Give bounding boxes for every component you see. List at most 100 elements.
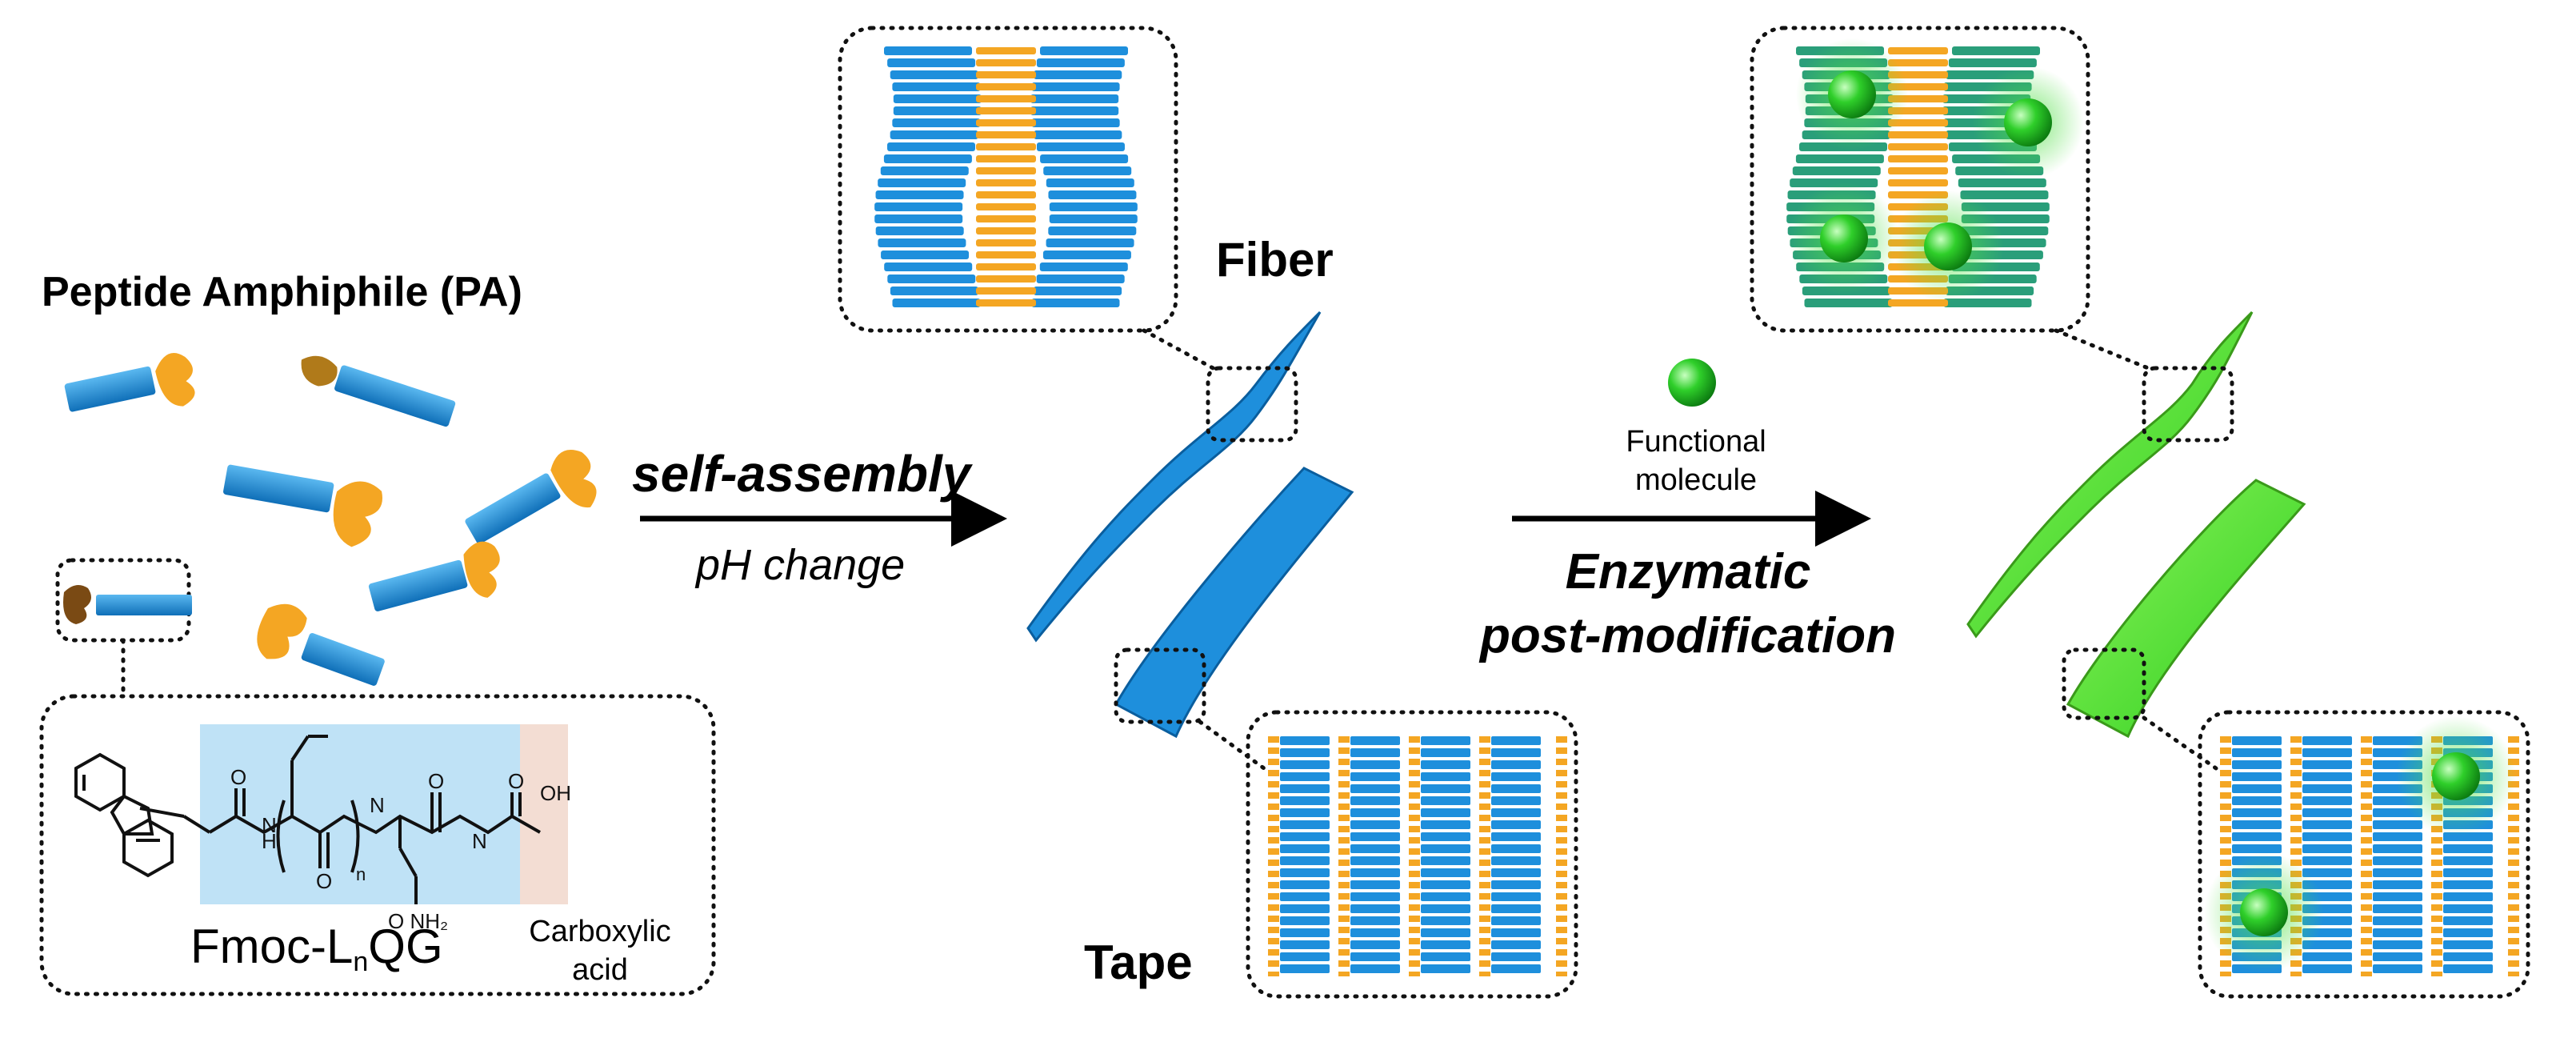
tape-block: [1350, 772, 1400, 781]
stack-block: [1943, 299, 2032, 307]
tape-block: [2302, 856, 2352, 865]
stack-core: [976, 83, 1036, 90]
tape-block: [2302, 808, 2352, 817]
tape-zoom-image: [1268, 736, 1567, 976]
tape-block: [1421, 772, 1470, 781]
tape-block: [1491, 880, 1541, 889]
tape-block: [2302, 820, 2352, 829]
stack-block: [1031, 82, 1120, 91]
tape-zoom-box: [1246, 710, 1578, 999]
tape-connector: [1198, 719, 1266, 771]
tape-block: [2302, 772, 2352, 781]
tape-block: [2373, 892, 2422, 901]
stack-core: [976, 167, 1036, 174]
tape-block: [1280, 892, 1330, 901]
tape-block: [1350, 844, 1400, 853]
stack-core: [1888, 179, 1948, 186]
tape-block: [1350, 880, 1400, 889]
tape-block: [2443, 904, 2493, 913]
stack-block: [1049, 202, 1138, 211]
tape-block: [1421, 940, 1470, 949]
pa-molecule: [368, 541, 500, 611]
stack-block: [1948, 58, 2037, 67]
pa-molecule-group: [64, 353, 597, 686]
tape-block: [2373, 820, 2422, 829]
stack-block: [878, 178, 966, 187]
stack-block: [1036, 142, 1125, 151]
stack-core: [976, 107, 1036, 114]
tape-block: [1491, 748, 1541, 757]
stack-block: [1046, 238, 1134, 247]
tape-block: [2443, 844, 2493, 853]
stack-block: [892, 299, 981, 307]
stack-block: [890, 130, 978, 139]
stack-core: [1888, 119, 1948, 126]
functional-line-2: molecule: [1634, 463, 1758, 497]
carboxylic-line-2: acid: [572, 953, 628, 987]
tape-block: [1280, 748, 1330, 757]
functional-sphere: [2240, 888, 2288, 936]
enzymatic-line-2: post-modification: [1479, 608, 1897, 663]
chem-label-n-1: N: [262, 813, 277, 837]
functional-sphere: [1924, 222, 1972, 271]
stack-block: [1039, 263, 1128, 271]
tape-block: [1421, 832, 1470, 841]
fiber-source-box: [1206, 366, 1298, 443]
fmoc-subscript: n: [353, 947, 369, 977]
chem-label-subscript-n: n: [356, 864, 366, 884]
tape-label: Tape: [1084, 936, 1193, 989]
tape-block: [1280, 868, 1330, 877]
tape-block: [1350, 868, 1400, 877]
tape-block: [1350, 952, 1400, 961]
tape-block: [2232, 820, 2282, 829]
stack-block: [1030, 94, 1119, 103]
tape-block: [1280, 832, 1330, 841]
tape-block: [1280, 844, 1330, 853]
chem-label-o-1: O: [230, 765, 246, 789]
tape-block: [2373, 880, 2422, 889]
stack-block: [1030, 106, 1119, 115]
stack-block: [1034, 287, 1122, 295]
tape-block: [2443, 856, 2493, 865]
stack-block: [1040, 46, 1128, 55]
fmoc-suffix: QG: [368, 920, 443, 973]
tape-block: [1280, 928, 1330, 937]
fluorene-structure: [74, 752, 211, 878]
tape-block: [2373, 940, 2422, 949]
tape-block: [2232, 748, 2282, 757]
tape-block: [1491, 940, 1541, 949]
tape-block: [1280, 880, 1330, 889]
tape-block: [2443, 940, 2493, 949]
tape-block: [1491, 892, 1541, 901]
tape-block: [1491, 964, 1541, 973]
tape-block: [1280, 808, 1330, 817]
enzymatic-line-1: Enzymatic: [1565, 544, 1811, 599]
tape-block: [1280, 772, 1330, 781]
stack-block: [883, 154, 972, 163]
stack-core: [976, 251, 1036, 258]
tape-block: [2232, 760, 2282, 769]
tape-block: [2373, 832, 2422, 841]
stack-block: [1049, 214, 1138, 223]
stack-block: [880, 166, 969, 175]
stack-core: [976, 215, 1036, 222]
chem-label-nh2: O NH₂: [388, 909, 448, 933]
stack-block: [1804, 299, 1893, 307]
stack-core: [976, 71, 1036, 78]
stack-core: [1888, 299, 1948, 307]
carboxylic-label: Carboxylic acid: [512, 912, 688, 989]
stack-block: [887, 142, 976, 151]
fiber-connector: [1142, 328, 1218, 372]
tape-block: [2232, 832, 2282, 841]
functional-line-1: Functional: [1626, 425, 1766, 459]
stack-block: [1042, 250, 1131, 259]
stack-block: [1048, 190, 1137, 199]
tape-block: [2232, 796, 2282, 805]
tape-block: [1350, 892, 1400, 901]
pa-molecule: [465, 450, 597, 544]
carboxylic-line-1: Carboxylic: [529, 915, 671, 948]
stack-core: [1888, 59, 1948, 66]
stack-block: [1031, 299, 1120, 307]
tape-block: [1280, 904, 1330, 913]
stack-block: [878, 238, 966, 247]
